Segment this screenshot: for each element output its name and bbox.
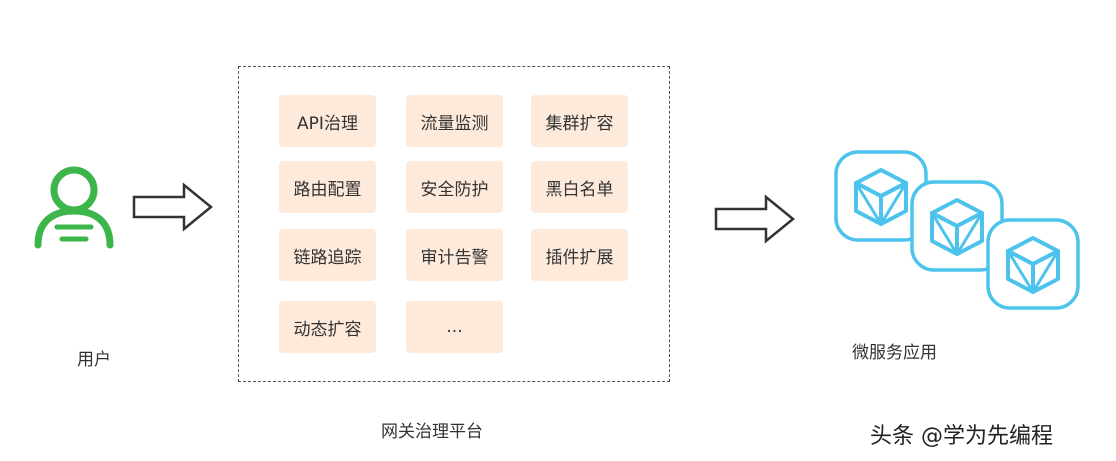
feature-api-governance: API治理 xyxy=(279,95,376,147)
feature-traffic-monitor: 流量监测 xyxy=(406,95,503,147)
gateway-container xyxy=(238,66,670,382)
feature-security: 安全防护 xyxy=(406,161,503,213)
right-arrow-icon xyxy=(132,182,213,232)
user-icon xyxy=(34,166,114,249)
feature-route-config: 路由配置 xyxy=(279,161,376,213)
feature-more: ... xyxy=(406,301,503,353)
feature-audit-alert: 审计告警 xyxy=(406,229,503,281)
feature-tracing: 链路追踪 xyxy=(279,229,376,281)
gateway-label: 网关治理平台 xyxy=(381,422,483,442)
watermark-text: 头条 @学为先编程 xyxy=(870,424,1053,449)
feature-dynamic-scaling: 动态扩容 xyxy=(279,301,376,353)
feature-cluster-scaling: 集群扩容 xyxy=(531,95,628,147)
user-label: 用户 xyxy=(77,350,111,370)
microservices-label: 微服务应用 xyxy=(852,343,937,363)
right-arrow-icon xyxy=(714,194,795,244)
feature-plugin-extension: 插件扩展 xyxy=(531,229,628,281)
feature-blacklist-whitelist: 黑白名单 xyxy=(531,161,628,213)
microservice-cubes-icon xyxy=(834,150,1080,310)
